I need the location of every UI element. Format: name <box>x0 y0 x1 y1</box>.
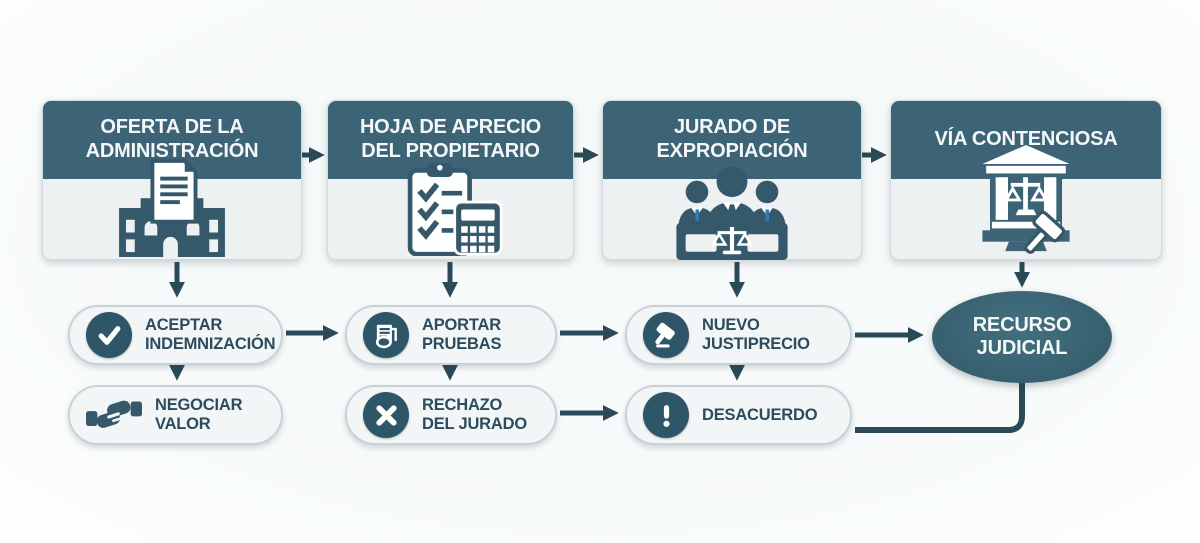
evidence-document-icon <box>363 312 409 358</box>
node-desacuerdo: DESACUERDO <box>625 385 852 445</box>
connector-desacuerdo-recurso-elbow <box>855 383 1025 433</box>
exclamation-icon <box>643 392 689 438</box>
node-label: DESACUERDO <box>702 405 818 424</box>
handshake-icon <box>86 392 142 438</box>
cross-icon <box>363 392 409 438</box>
stage-via-contenciosa: VÍA CONTENCIOSA <box>890 100 1162 260</box>
gavel-icon <box>643 312 689 358</box>
check-icon <box>86 312 132 358</box>
stage-title: VÍA CONTENCIOSA <box>891 101 1161 179</box>
